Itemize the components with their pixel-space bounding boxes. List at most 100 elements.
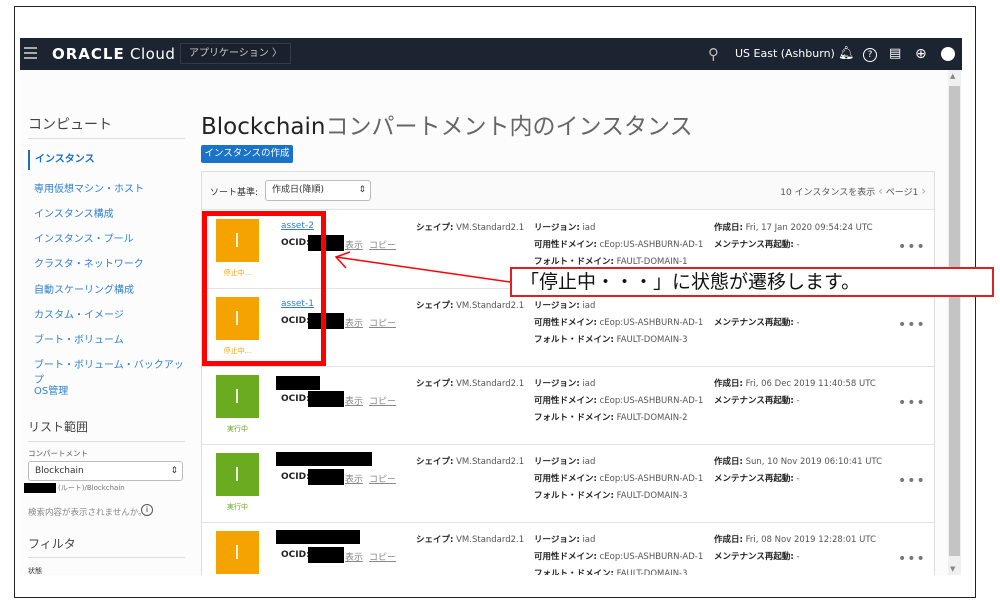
sidebar-item-instance-configs[interactable]: インスタンス構成 [34, 209, 114, 220]
scroll-up-icon[interactable]: ▲ [950, 72, 956, 80]
maintenance-reboot-field: メンテナンス再起動: - [714, 318, 800, 328]
maintenance-reboot-field: メンテナンス再起動: - [714, 552, 800, 562]
sidebar-item-boot-volumes[interactable]: ブート・ボリューム [34, 335, 124, 346]
sidebar-item-boot-volume-backups[interactable]: ブート・ボリューム・バックアップ [34, 360, 184, 386]
sidebar-item-cluster-networks[interactable]: クラスタ・ネットワーク [34, 259, 144, 270]
list-scope-heading: リスト範囲 [28, 420, 89, 434]
created-field: 作成日: Fri, 17 Jan 2020 09:54:24 UTC [714, 223, 873, 233]
redacted-ocid [308, 469, 344, 485]
sidebar-item-instances[interactable]: インスタンス [28, 150, 95, 170]
redacted-ocid [308, 235, 344, 251]
redacted-block [24, 483, 56, 493]
next-page-icon[interactable]: › [921, 184, 926, 198]
show-ocid-link[interactable]: 表示 [345, 319, 364, 329]
region-field: リージョン: iad [534, 457, 596, 467]
chevron-updown-icon: ⇕ [358, 185, 366, 195]
page-title: Blockchainコンパートメント内のインスタンス [201, 114, 693, 140]
sidebar-item-instance-pools[interactable]: インスタンス・プール [34, 234, 134, 245]
help-icon[interactable]: ? [863, 48, 877, 62]
region-selector[interactable]: US East (Ashburn) ⌄ [735, 47, 848, 60]
ocid-label: OCID: [281, 472, 310, 482]
search-icon[interactable]: ⚲ [708, 45, 719, 63]
create-instance-button[interactable]: インスタンスの作成 [201, 145, 293, 163]
hamburger-menu-icon[interactable] [24, 47, 37, 59]
sidebar-heading: コンピュート [28, 117, 112, 133]
shape-field: シェイプ: VM.Standard2.1 [416, 301, 525, 311]
show-ocid-link[interactable]: 表示 [345, 553, 364, 563]
created-field: 作成日: Sun, 10 Nov 2019 06:10:41 UTC [714, 457, 883, 467]
region-field: リージョン: iad [534, 223, 596, 233]
more-actions-icon[interactable]: ••• [898, 239, 926, 255]
copy-ocid-link[interactable]: コピー [369, 397, 397, 407]
screenshot-frame [14, 6, 976, 598]
sidebar-item-dedicated-hosts[interactable]: 専用仮想マシン・ホスト [34, 184, 144, 195]
divider [28, 441, 185, 442]
globe-icon[interactable]: ⊕ [915, 46, 927, 62]
compartment-label: コンパートメント [28, 449, 88, 458]
info-icon[interactable]: i [141, 504, 153, 516]
sidebar-item-os-management[interactable]: OS管理 [34, 386, 69, 397]
scrollbar-thumb[interactable] [949, 86, 960, 556]
maintenance-reboot-field: メンテナンス再起動: - [714, 240, 800, 250]
instance-status: 停止中... [223, 347, 252, 355]
show-ocid-link[interactable]: 表示 [345, 475, 364, 485]
more-actions-icon[interactable]: ••• [898, 473, 926, 489]
copy-ocid-link[interactable]: コピー [369, 241, 397, 251]
list-toolbar: ソート基準: 作成日(降順)⇕ 10 インスタンスを表示 ‹ ページ1 › [202, 172, 934, 210]
fault-domain-field: フォルト・ドメイン: FAULT-DOMAIN-2 [534, 413, 688, 423]
chat-icon[interactable]: ▤ [889, 46, 902, 61]
filter-heading: フィルタ [28, 537, 76, 551]
instance-status-icon [216, 219, 259, 262]
show-ocid-link[interactable]: 表示 [345, 397, 364, 407]
user-icon[interactable] [941, 47, 955, 61]
bell-icon[interactable]: 🔔︎ [838, 46, 855, 61]
instance-name-link[interactable]: asset-2 [281, 221, 314, 231]
redacted-name [276, 452, 372, 466]
ocid-label: OCID: [281, 394, 310, 404]
compartment-select[interactable]: Blockchain⇕ [28, 461, 183, 481]
created-field: 作成日: Fri, 06 Dec 2019 11:40:58 UTC [714, 379, 876, 389]
instance-list-panel: ソート基準: 作成日(降順)⇕ 10 インスタンスを表示 ‹ ページ1 › 停止… [201, 171, 935, 575]
show-ocid-link[interactable]: 表示 [345, 241, 364, 251]
sidebar-item-custom-images[interactable]: カスタム・イメージ [34, 310, 124, 321]
compartment-path: (ルート)/Blockchain [58, 484, 125, 492]
region-field: リージョン: iad [534, 301, 596, 311]
region-field: リージョン: iad [534, 535, 596, 545]
fault-domain-field: フォルト・ドメイン: FAULT-DOMAIN-3 [534, 569, 688, 575]
instance-name-link[interactable]: asset-1 [281, 299, 314, 309]
ocid-label: OCID: [281, 238, 310, 248]
availability-domain-field: 可用性ドメイン: cEop:US-ASHBURN-AD-1 [534, 318, 704, 328]
availability-domain-field: 可用性ドメイン: cEop:US-ASHBURN-AD-1 [534, 552, 704, 562]
availability-domain-field: 可用性ドメイン: cEop:US-ASHBURN-AD-1 [534, 240, 704, 250]
instance-status-icon [216, 453, 259, 496]
annotation-callout: 「停止中・・・」に状態が遷移します。 [510, 267, 994, 297]
more-actions-icon[interactable]: ••• [898, 551, 926, 567]
vertical-scrollbar[interactable]: ▲ ▼ [948, 70, 961, 575]
sort-label: ソート基準: [210, 188, 259, 198]
applications-button[interactable]: アプリケーション 〉 [180, 43, 291, 64]
copy-ocid-link[interactable]: コピー [369, 553, 397, 563]
scroll-down-icon[interactable]: ▼ [950, 565, 956, 573]
fault-domain-field: フォルト・ドメイン: FAULT-DOMAIN-3 [534, 491, 688, 501]
created-field: 作成日: Fri, 08 Nov 2019 12:28:01 UTC [714, 535, 877, 545]
oracle-cloud-logo[interactable]: ORACLE Cloud [52, 45, 176, 63]
fault-domain-field: フォルト・ドメイン: FAULT-DOMAIN-1 [534, 257, 688, 267]
more-actions-icon[interactable]: ••• [898, 395, 926, 411]
redacted-ocid [308, 547, 344, 563]
redacted-ocid [308, 391, 344, 407]
divider [28, 138, 185, 139]
sort-select[interactable]: 作成日(降順)⇕ [265, 180, 371, 201]
instance-status: 実行中 [227, 503, 248, 511]
sidebar-item-autoscaling[interactable]: 自動スケーリング構成 [34, 285, 134, 296]
more-actions-icon[interactable]: ••• [898, 317, 926, 333]
copy-ocid-link[interactable]: コピー [369, 475, 397, 485]
shape-field: シェイプ: VM.Standard2.1 [416, 379, 525, 389]
prev-page-icon[interactable]: ‹ [878, 184, 883, 198]
ocid-label: OCID: [281, 316, 310, 326]
chevron-updown-icon: ⇕ [170, 466, 178, 476]
divider [28, 557, 185, 558]
copy-ocid-link[interactable]: コピー [369, 319, 397, 329]
main-content: コンピュート インスタンス 専用仮想マシン・ホスト インスタンス構成 インスタン… [20, 70, 948, 575]
